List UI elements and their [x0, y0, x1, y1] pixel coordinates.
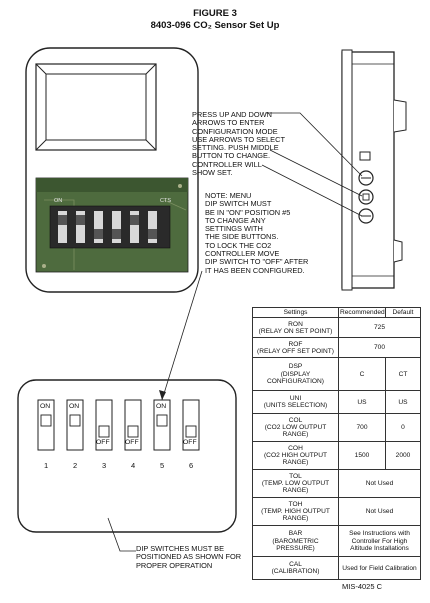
dip-position-note: DIP SWITCHES MUST BE POSITIONED AS SHOWN…	[136, 544, 242, 570]
default-value: 0	[385, 413, 421, 443]
setting-value: See Instructions with Controller For Hig…	[338, 525, 421, 558]
setting-value: 700	[338, 337, 421, 359]
switch-4-off-label: OFF	[125, 439, 139, 446]
default-value: US	[385, 390, 421, 415]
setting-value: Not Used	[338, 497, 421, 527]
settings-header: Settings	[252, 306, 339, 319]
recommended-value: C	[338, 357, 386, 392]
document-code: MIS-4025 C	[342, 582, 383, 591]
switch-1-on-label: ON	[40, 403, 51, 410]
setting-name: DSP (DISPLAY CONFIGURATION)	[252, 357, 339, 392]
default-value: 2000	[385, 441, 421, 471]
lcd-display	[45, 73, 147, 141]
setting-name: TOH (TEMP. HIGH OUTPUT RANGE)	[252, 497, 339, 527]
dip-switch-1	[37, 399, 55, 451]
setting-name: TOL (TEMP. LOW OUTPUT RANGE)	[252, 469, 339, 499]
sensor-front-view: ON CTS	[25, 47, 199, 293]
dip-switch-6	[182, 399, 200, 451]
switch-5-on-label: ON	[156, 403, 167, 410]
board-on-label: ON	[54, 198, 62, 204]
dip-switch-3	[95, 399, 113, 451]
recommended-value: 700	[338, 413, 386, 443]
setting-name: RON (RELAY ON SET POINT)	[252, 317, 339, 339]
table-row: BAR (BAROMETRIC PRESSURE) See Instructio…	[252, 525, 421, 558]
dip-switch-2	[66, 399, 84, 451]
table-header-row: Settings Recommended Default	[252, 306, 421, 319]
table-row: COH (CO2 HIGH OUTPUT RANGE) 1500 2000	[252, 441, 421, 471]
table-row: TOH (TEMP. HIGH OUTPUT RANGE) Not Used	[252, 497, 421, 527]
default-value: CT	[385, 357, 421, 392]
recommended-value: US	[338, 390, 386, 415]
dip-switch-4	[124, 399, 142, 451]
switch-number-6: 6	[189, 461, 194, 470]
settings-table: Settings Recommended Default RON (RELAY …	[252, 306, 421, 581]
setting-value: Not Used	[338, 469, 421, 499]
table-row: DSP (DISPLAY CONFIGURATION) C CT	[252, 357, 421, 392]
switch-number-3: 3	[102, 461, 107, 470]
switch-6-off-label: OFF	[183, 439, 197, 446]
board-cts-label: CTS	[160, 198, 171, 204]
table-row: COL (CO2 LOW OUTPUT RANGE) 700 0	[252, 413, 421, 443]
switch-number-2: 2	[73, 461, 78, 470]
table-row: UNI (UNITS SELECTION) US US	[252, 390, 421, 415]
setting-value: 725	[338, 317, 421, 339]
table-row: TOL (TEMP. LOW OUTPUT RANGE) Not Used	[252, 469, 421, 499]
table-row: CAL (CALIBRATION) Used for Field Calibra…	[252, 556, 421, 581]
figure-number: FIGURE 3	[193, 8, 237, 19]
setting-name: COL (CO2 LOW OUTPUT RANGE)	[252, 413, 339, 443]
recommended-value: 1500	[338, 441, 386, 471]
dip-switch-enlarged-view	[17, 379, 237, 533]
switch-3-off-label: OFF	[96, 439, 110, 446]
switch-number-4: 4	[131, 461, 136, 470]
setting-value: Used for Field Calibration	[338, 556, 421, 581]
default-header: Default	[385, 306, 421, 319]
sensor-side-view	[341, 49, 407, 291]
switch-2-on-label: ON	[69, 403, 80, 410]
middle-button[interactable]	[358, 189, 374, 205]
setting-name: UNI (UNITS SELECTION)	[252, 390, 339, 415]
switch-number-5: 5	[160, 461, 165, 470]
table-row: ROF (RELAY OFF SET POINT) 700	[252, 337, 421, 359]
setting-name: COH (CO2 HIGH OUTPUT RANGE)	[252, 441, 339, 471]
setting-name: ROF (RELAY OFF SET POINT)	[252, 337, 339, 359]
table-row: RON (RELAY ON SET POINT) 725	[252, 317, 421, 339]
setting-name: BAR (BAROMETRIC PRESSURE)	[252, 525, 339, 558]
recommended-header: Recommended	[338, 306, 386, 319]
figure-title: 8403-096 CO₂ Sensor Set Up	[150, 20, 280, 31]
setting-name: CAL (CALIBRATION)	[252, 556, 339, 581]
buttons-instruction-note: PRESS UP AND DOWN ARROWS TO ENTER CONFIG…	[192, 110, 285, 178]
menu-dip-switch-note: NOTE: MENU DIP SWITCH MUST BE IN "ON" PO…	[205, 191, 309, 275]
side-connector	[359, 151, 371, 161]
switch-number-1: 1	[44, 461, 49, 470]
